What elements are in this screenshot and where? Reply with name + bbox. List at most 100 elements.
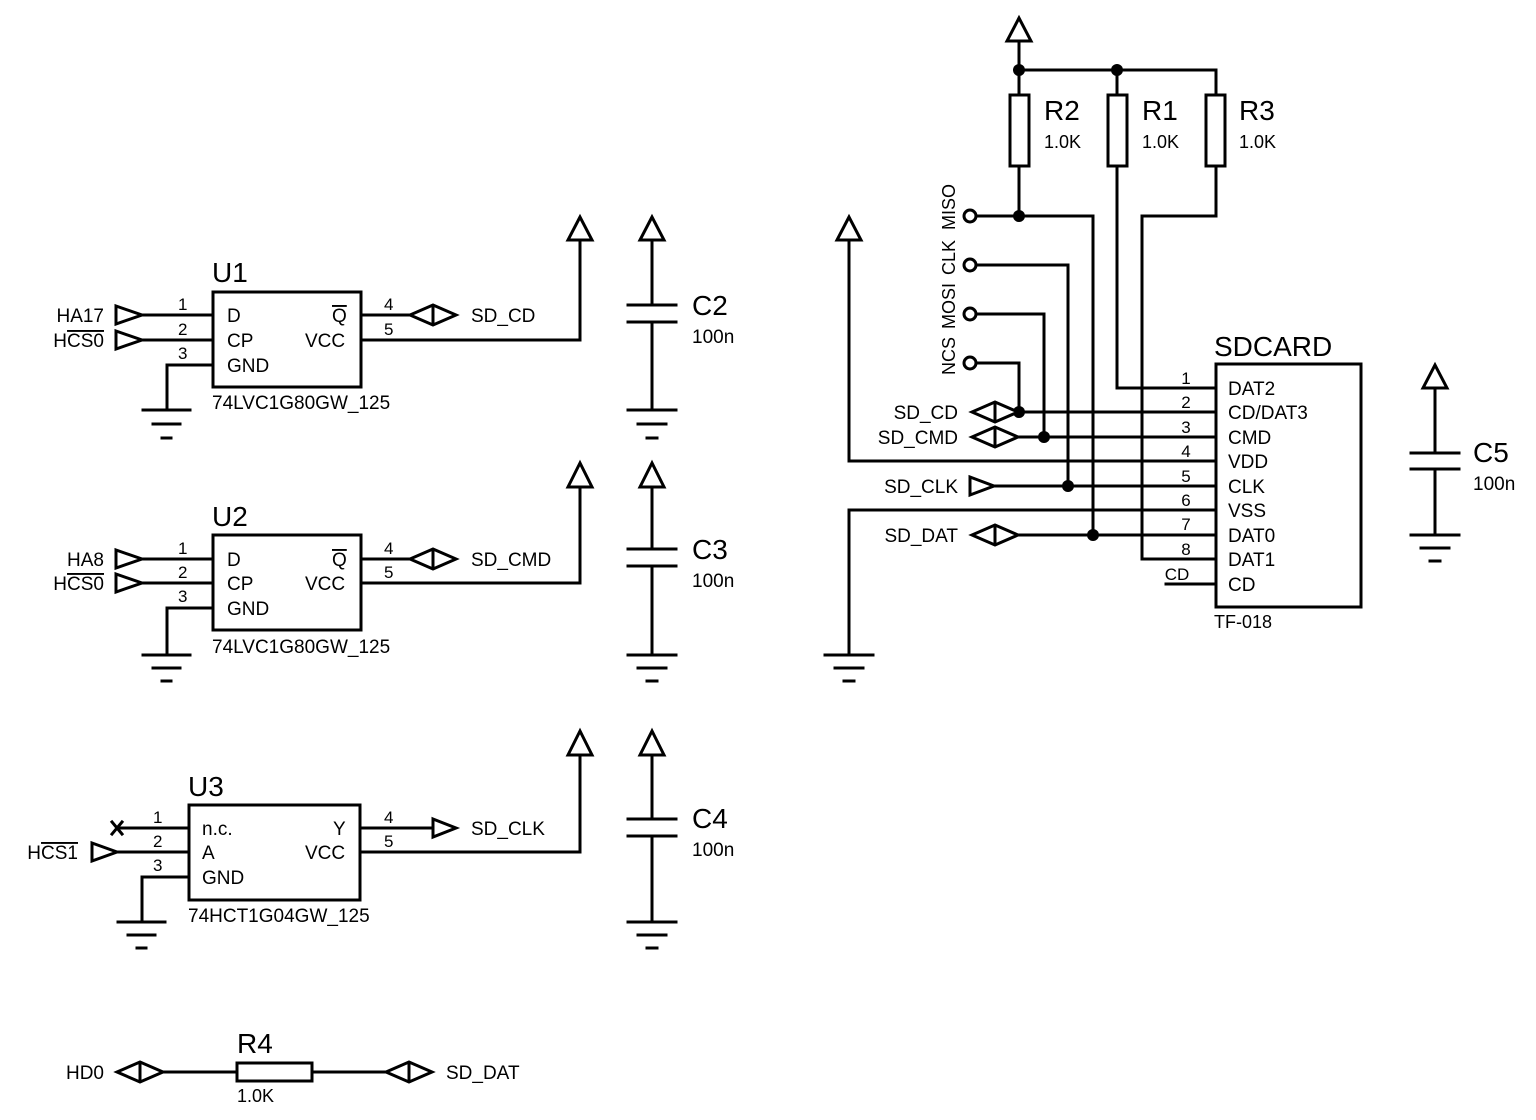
sd-clk-output-port-icon [431, 816, 461, 840]
vss-wire [847, 508, 1218, 657]
r3-resistor-icon [1204, 93, 1227, 168]
hcs0-b-input-port-icon [114, 571, 147, 595]
u2-section: U2 74LVC1G80GW_125 1 2 3 D CP GND Q VCC … [53, 459, 595, 683]
u2-vcc-arrow-icon [565, 459, 595, 489]
miso-testpoint-icon [962, 208, 978, 224]
u3-pin-a-label: A [202, 843, 215, 864]
u1-output-net-label: SD_CD [471, 306, 535, 327]
u1-ref: U1 [212, 257, 248, 288]
sdcard-pin-name: DAT1 [1228, 550, 1275, 571]
sdcard-pin-num: 6 [1181, 491, 1190, 510]
ha8-net-label: HA8 [67, 550, 104, 571]
sdcard-pin-name: CMD [1228, 428, 1271, 449]
u2-output-net-label: SD_CMD [471, 550, 551, 571]
sdcard-ref: SDCARD [1214, 331, 1332, 362]
sdcard-pin-num: CD [1165, 565, 1190, 584]
sdcard-pin-name: VSS [1228, 501, 1266, 522]
c3-vcc-arrow-icon [637, 459, 667, 489]
sdcard-part: TF-018 [1214, 612, 1272, 632]
u3-pin-3-num: 3 [153, 856, 162, 875]
u1-left-pin-wires [140, 313, 215, 412]
c3-symbol-icon [626, 485, 678, 683]
c3-ref: C3 [692, 534, 728, 565]
r2-ref: R2 [1044, 95, 1080, 126]
sd-cd-bidir-port-icon [406, 303, 460, 327]
u2-pin-q-label: Q [332, 550, 347, 571]
c4-vcc-arrow-icon [637, 727, 667, 757]
u3-vcc-arrow-icon [565, 727, 595, 757]
u1-part: 74LVC1G80GW_125 [212, 393, 390, 414]
mosi-testpoint-icon [962, 306, 978, 322]
c5-symbol-icon [1409, 386, 1461, 563]
u1-pin-5-num: 5 [384, 320, 393, 339]
spi-label-mosi: MOSI [939, 283, 959, 329]
pullup-section: R2 1.0K R1 1.0K R3 1.0K [1004, 14, 1276, 168]
u3-right-pin-wires [358, 753, 582, 854]
sdcard-pin-num: 4 [1181, 442, 1190, 461]
u3-pin-4-num: 4 [384, 808, 393, 827]
vdd-wire [847, 238, 1218, 463]
sdcard-pin-num: 1 [1181, 369, 1190, 388]
sdcard-pin-name: VDD [1228, 452, 1268, 473]
ha17-input-port-icon [114, 303, 147, 327]
sdcard-pin-num: 2 [1181, 393, 1190, 412]
hcs1-net-label: HCS1 [27, 843, 78, 864]
r1-value: 1.0K [1142, 132, 1179, 152]
u1-vcc-arrow-icon [565, 213, 595, 242]
hcs0-b-net-label: HCS0 [53, 574, 104, 595]
sd-cd-port-label: SD_CD [894, 403, 958, 424]
u2-left-pin-wires [140, 557, 215, 657]
sd-dat-port-label: SD_DAT [884, 526, 958, 547]
junction-dot [1038, 431, 1050, 443]
u1-pin-gnd-label: GND [227, 356, 269, 377]
u1-pin-cp-label: CP [227, 331, 253, 352]
c2-capacitor: C2 100n [626, 213, 734, 440]
hd0-net-label: HD0 [66, 1063, 104, 1084]
sd-dat-bidir-port-icon [382, 1060, 436, 1084]
u1-pin-1-num: 1 [178, 295, 187, 314]
sdcard-pin-numbers: 1 2 3 4 5 6 7 8 CD [1165, 369, 1191, 584]
r3-value: 1.0K [1239, 132, 1276, 152]
u2-pin-5-num: 5 [384, 563, 393, 582]
r4-value: 1.0K [237, 1086, 274, 1106]
c3-capacitor: C3 100n [626, 459, 734, 683]
hcs1-input-port-icon [90, 840, 122, 864]
junction-dot [1087, 529, 1099, 541]
c4-ref: C4 [692, 803, 728, 834]
c2-vcc-arrow-icon [637, 213, 667, 242]
c4-capacitor: C4 100n [626, 727, 734, 950]
clk-net-wire [974, 263, 1070, 488]
ncs-testpoint-icon [962, 355, 978, 371]
spi-label-ncs: NCS [939, 337, 959, 375]
c2-value: 100n [692, 327, 734, 348]
junction-dot [1013, 64, 1025, 76]
u3-ground-icon [116, 920, 167, 950]
c4-symbol-icon [626, 753, 678, 950]
u1-right-pin-wires [359, 238, 582, 342]
c2-ref: C2 [692, 290, 728, 321]
c5-vcc-arrow-icon [1420, 361, 1450, 390]
ha8-input-port-icon [114, 547, 147, 571]
c5-ref: C5 [1473, 437, 1509, 468]
miso-net-wire [974, 164, 1095, 537]
u1-pin-q-label: Q [332, 306, 347, 327]
hcs0-net-label: HCS0 [53, 331, 104, 352]
sdcard-vdd-arrow-icon [834, 213, 864, 242]
r2-value: 1.0K [1044, 132, 1081, 152]
sdcard-pin-name: DAT0 [1228, 526, 1275, 547]
junction-dot [1013, 210, 1025, 222]
u1-ground-icon [141, 408, 192, 440]
u3-section: U3 74HCT1G04GW_125 1 2 3 n.c. A GND Y VC… [27, 727, 595, 950]
r2-resistor-icon [1008, 93, 1031, 168]
u3-output-net-label: SD_CLK [471, 819, 545, 840]
spi-label-clk: CLK [939, 240, 959, 275]
u2-pin-cp-label: CP [227, 574, 253, 595]
u1-pin-2-num: 2 [178, 320, 187, 339]
u3-pin-nc-label: n.c. [202, 819, 233, 840]
u1-pin-vcc-label: VCC [305, 331, 345, 352]
hd0-bidir-port-icon [113, 1060, 167, 1084]
c5-capacitor: C5 100n [1409, 361, 1515, 563]
spi-testpoints: NCS MOSI CLK MISO [939, 184, 978, 375]
u2-pin-d-label: D [227, 550, 241, 571]
u3-left-pin-wires [115, 826, 191, 924]
